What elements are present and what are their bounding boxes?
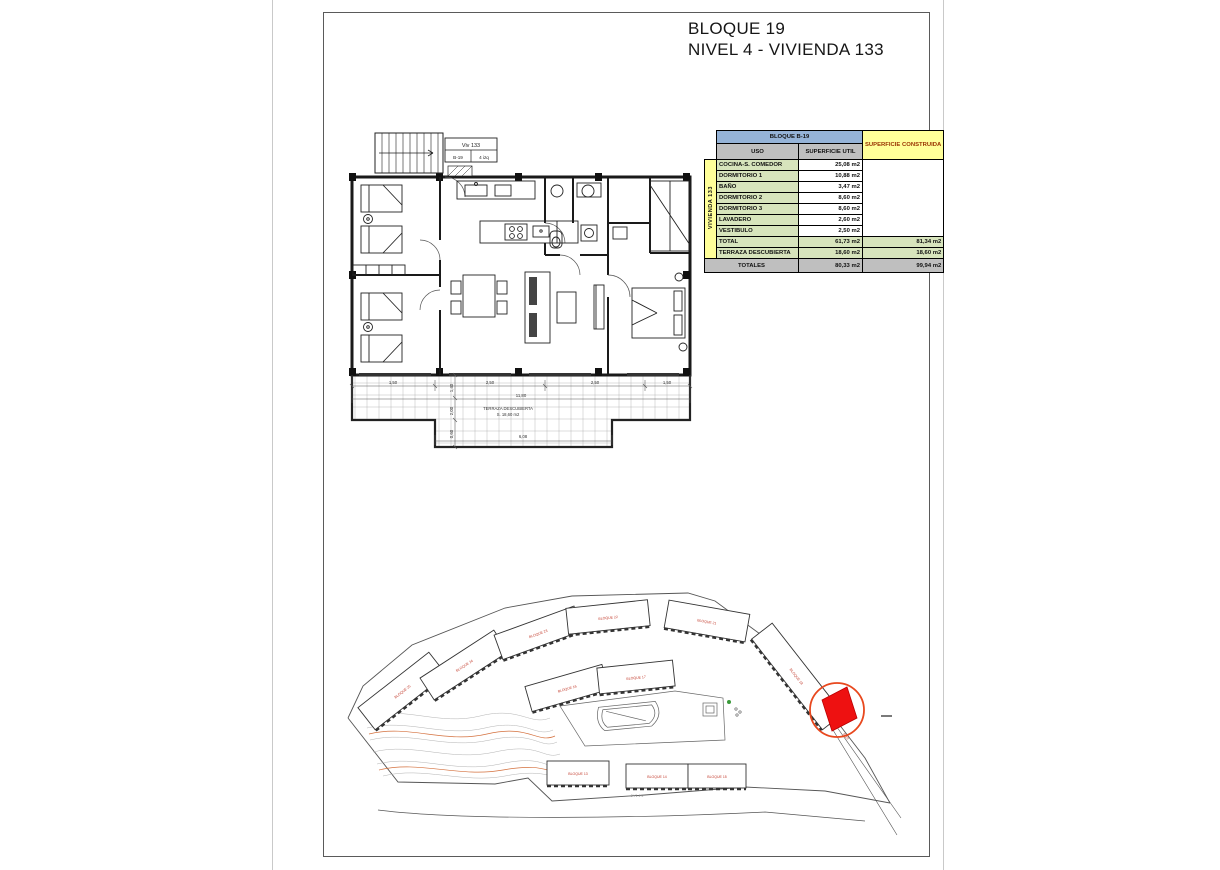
total-label: TOTAL <box>716 236 799 248</box>
dimension-labels: 1,50 2,50 2,50 1,50 11,80 1,40 2,00 0,60… <box>389 380 672 439</box>
building-bloque-25: BLOQUE 25 <box>357 651 448 732</box>
building-bloque-13: BLOQUE 13 <box>546 760 610 788</box>
terrace-label-1: TERRAZA DESCUBIERTA <box>483 406 533 411</box>
row-uso: LAVADERO <box>716 214 799 226</box>
highlight-block <box>821 686 858 732</box>
row-util: 3,47 m2 <box>798 181 863 193</box>
title-block: BLOQUE 19 NIVEL 4 - VIVIENDA 133 <box>688 18 884 60</box>
terrace-label-2: S. 18,60 m2 <box>497 412 520 417</box>
row-uso: COCINA-S. COMEDOR <box>716 159 799 171</box>
building-label: BLOQUE 17 <box>626 675 646 681</box>
building-label: BLOQUE 23 <box>529 629 549 639</box>
title-line-1: BLOQUE 19 <box>688 19 786 38</box>
partitions <box>352 177 690 375</box>
building-bloque-14: BLOQUE 14 <box>625 763 689 791</box>
row-uso: DORMITORIO 3 <box>716 203 799 215</box>
terraza-util: 18,60 m2 <box>798 247 863 259</box>
title-line-2: NIVEL 4 - VIVIENDA 133 <box>688 40 884 59</box>
terraza-construida: 18,60 m2 <box>861 247 945 259</box>
totales-label: TOTALES <box>704 258 799 273</box>
total-util: 61,73 m2 <box>798 236 863 248</box>
bottom-windows <box>359 373 679 376</box>
contour-lines <box>364 712 566 779</box>
highlight-bloque-19: B-19 <box>809 682 865 741</box>
site-buildings: BLOQUE 25 BLOQUE 24 BLOQUE 23 BLOQUE 22 <box>357 599 844 791</box>
dim-total: 11,80 <box>516 393 527 398</box>
dim-3: 2,50 <box>591 380 600 385</box>
unit-label-box: Viv 133 B-19 4 izq <box>444 137 498 177</box>
total-construida: 81,34 m2 <box>861 236 945 248</box>
totales-util: 80,33 m2 <box>798 258 863 273</box>
row-uso: VESTIBULO <box>716 225 799 237</box>
stairs <box>374 132 444 174</box>
building-bloque-22: BLOQUE 22 <box>565 599 651 637</box>
col-header-util: SUPERFICIE UTIL <box>798 143 863 160</box>
drawing-frame <box>323 12 930 857</box>
dim-bottom: 6,08 <box>519 434 528 439</box>
col-header-uso: USO <box>716 143 799 160</box>
highlight-label: B-19 <box>842 732 850 740</box>
sheet-left-edge <box>272 0 273 870</box>
dim-side: 1,40 <box>449 383 454 392</box>
unit-block: B-19 <box>453 155 463 160</box>
dim-2: 2,50 <box>486 380 495 385</box>
floor-plan: Viv 133 B-19 4 izq 1,50 2,50 2,50 1,50 1… <box>349 132 693 450</box>
row-util: 10,88 m2 <box>798 170 863 182</box>
building-label: BLOQUE 13 <box>568 772 588 776</box>
building-bloque-24: BLOQUE 24 <box>419 629 510 702</box>
area-table: BLOQUE B-19 SUPERFICIE CONSTRUIDA USO SU… <box>704 130 945 273</box>
row-util: 8,60 m2 <box>798 203 863 215</box>
dim-4: 1,50 <box>663 380 672 385</box>
terrace-outline <box>350 375 692 449</box>
green-marker <box>727 700 731 704</box>
spacer-cell <box>704 130 717 144</box>
plaza <box>559 690 742 747</box>
site-footnote: 2 Y1 4 3 <box>631 794 644 798</box>
pool <box>597 700 660 732</box>
row-util: 25,08 m2 <box>798 159 863 171</box>
highlight-circle <box>809 682 865 738</box>
dim-depth: 2,00 <box>449 406 454 415</box>
row-uso: DORMITORIO 1 <box>716 170 799 182</box>
unit-position: 4 izq <box>479 155 489 160</box>
spacer-cell <box>704 143 717 160</box>
vivienda-strip: VIVIENDA 133 <box>704 159 717 259</box>
totales-construida: 99,94 m2 <box>861 258 945 273</box>
dim-1: 1,50 <box>389 380 398 385</box>
building-label: BLOQUE 16 <box>557 684 577 693</box>
site-plan: BLOQUE 25 BLOQUE 24 BLOQUE 23 BLOQUE 22 <box>347 592 902 836</box>
table-title: BLOQUE B-19 <box>716 130 863 144</box>
terrace-tiles <box>352 375 690 447</box>
dim-step: 0,60 <box>449 429 454 438</box>
col-header-construida: SUPERFICIE CONSTRUIDA <box>861 130 945 160</box>
beds-left <box>352 184 406 363</box>
unit-number: Viv 133 <box>462 143 480 149</box>
row-util: 2,50 m2 <box>798 225 863 237</box>
master-bedroom <box>631 180 691 352</box>
building-bloque-15: BLOQUE 15 <box>687 763 747 791</box>
row-util: 8,60 m2 <box>798 192 863 204</box>
terraza-label: TERRAZA DESCUBIERTA <box>716 247 799 259</box>
building-bloque-17: BLOQUE 17 <box>596 659 676 697</box>
building-label: BLOQUE 21 <box>697 618 717 625</box>
row-uso: BAÑO <box>716 181 799 193</box>
building-label: BLOQUE 15 <box>707 775 727 779</box>
kitchen <box>456 180 579 244</box>
row-uso: DORMITORIO 2 <box>716 192 799 204</box>
building-bloque-21: BLOQUE 21 <box>663 599 751 645</box>
building-label: BLOQUE 22 <box>598 615 618 621</box>
living-dining <box>450 271 605 344</box>
surface-table: BLOQUE B-19 SUPERFICIE CONSTRUIDA USO SU… <box>704 130 945 273</box>
building-label: BLOQUE 14 <box>647 775 667 779</box>
row-util: 2,60 m2 <box>798 214 863 226</box>
dimension-lines <box>349 372 693 450</box>
bath-laundry <box>549 182 628 249</box>
sheet-right-edge <box>943 0 944 870</box>
construida-empty <box>861 159 945 237</box>
